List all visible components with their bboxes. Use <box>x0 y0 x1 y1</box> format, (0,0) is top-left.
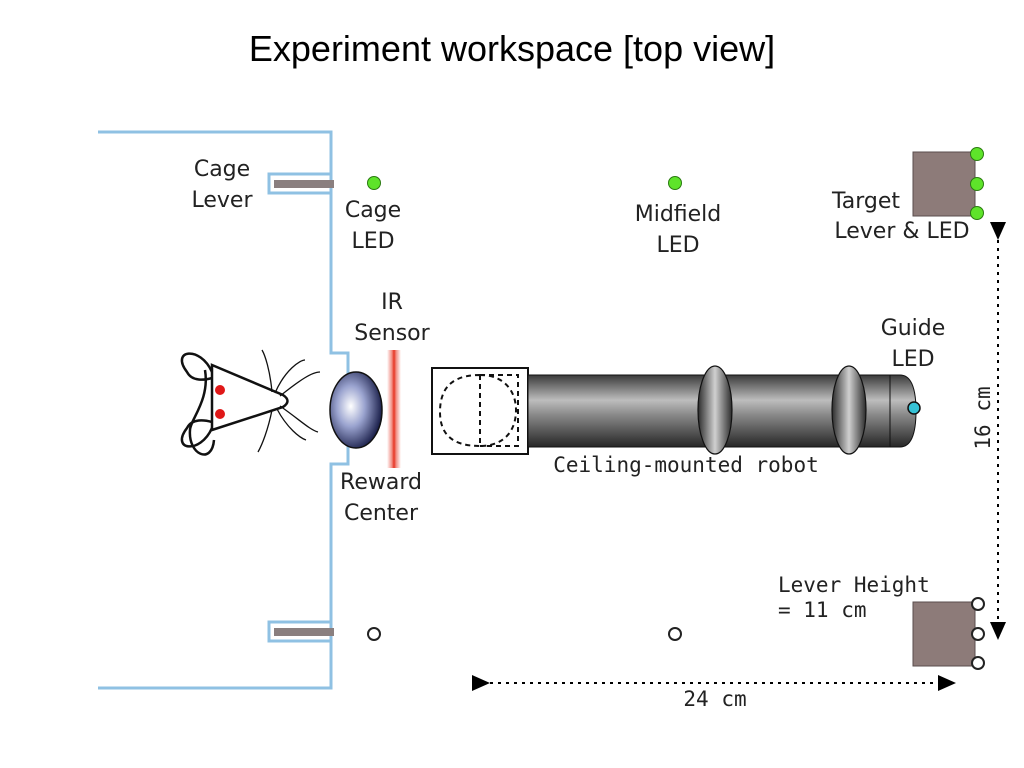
label-dim-horizontal: 24 cm <box>683 687 746 711</box>
robot-ring-1 <box>697 365 733 455</box>
label-target-lever-2: Lever & LED <box>834 219 969 244</box>
label-midfield-led-1: Midfield <box>635 202 722 227</box>
label-cage-led-1: Cage <box>345 198 401 223</box>
cage-lever-bracket-bottom <box>267 620 331 643</box>
label-robot: Ceiling-mounted robot <box>553 453 819 477</box>
label-midfield-led-2: LED <box>656 233 699 258</box>
mouse-eye-right <box>215 409 225 419</box>
label-lever-height-1: Lever Height <box>778 573 930 597</box>
mouse-eye-left <box>215 385 225 395</box>
page-title: Experiment workspace [top view] <box>248 28 776 69</box>
label-target-lever-1: Target <box>831 189 900 214</box>
cage-led <box>367 176 381 190</box>
label-reward-center-1: Reward <box>340 470 422 495</box>
target-led-3 <box>970 206 984 220</box>
reward-center <box>329 371 383 449</box>
label-reward-center-2: Center <box>344 501 419 526</box>
target-led-off-3 <box>971 656 985 670</box>
robot-ring-2 <box>831 365 867 455</box>
label-guide-led-1: Guide <box>881 316 946 341</box>
label-dim-vertical: 16 cm <box>971 386 995 449</box>
cage-led-off <box>367 627 381 641</box>
target-lever-box <box>912 151 976 217</box>
cage-lever-bottom <box>274 628 334 636</box>
midfield-led <box>668 176 682 190</box>
label-lever-height-2: = 11 cm <box>778 598 867 622</box>
label-cage-led-2: LED <box>351 229 394 254</box>
label-cage-lever-1: Cage <box>194 157 250 182</box>
mouse-icon <box>180 349 321 456</box>
target-led-2 <box>970 177 984 191</box>
guide-led <box>907 401 921 415</box>
robot-gripper-dashed <box>438 374 519 447</box>
cage-lever-bracket-top <box>267 172 331 195</box>
target-led-off-1 <box>971 597 985 611</box>
label-guide-led-2: LED <box>891 347 934 372</box>
label-cage-lever-2: Lever <box>191 188 253 213</box>
cage-lever-top <box>274 180 334 188</box>
midfield-led-off <box>668 627 682 641</box>
target-led-1 <box>970 147 984 161</box>
robot-gripper-dashed-arc <box>479 374 518 447</box>
label-ir-sensor-1: IR <box>381 290 403 315</box>
target-led-off-2 <box>971 627 985 641</box>
label-ir-sensor-2: Sensor <box>354 321 430 346</box>
target-lever-box-bottom <box>912 601 976 667</box>
